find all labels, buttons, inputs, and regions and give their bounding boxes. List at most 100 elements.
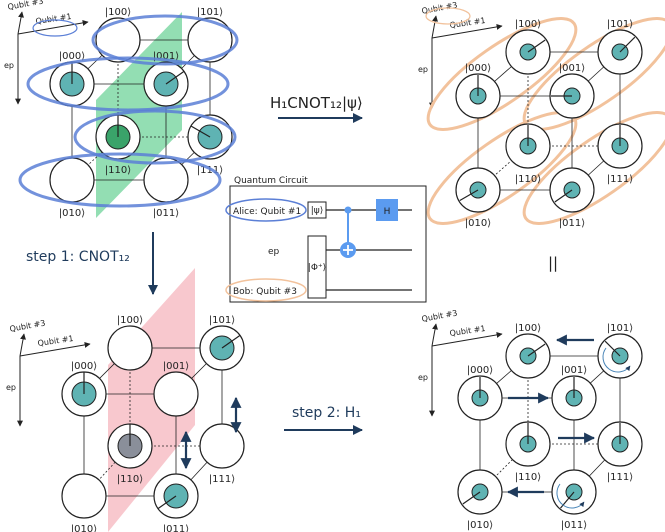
axis-qubit3-label: Qubit #3 [421,309,458,324]
panelA-ket-111: |111⟩ [197,165,223,176]
panelD-ket-010: |010⟩ [467,520,493,531]
panelC-node-011 [153,473,199,519]
panelB-node-010-phase-line [459,189,479,202]
panelD-rotation-arc-1 [602,347,631,373]
panelC-node-001-outer [153,371,199,417]
psi-gate-box [307,201,327,219]
panelB-node-111 [597,123,643,169]
panelB-node-100-phase-line [527,39,546,53]
axis-qubit1-label: Qubit #1 [449,324,486,338]
panelB-node-101-phase-line [619,36,636,53]
panelA-ket-110: |110⟩ [105,165,131,176]
panelD-node-011 [551,469,597,515]
step1-label: step 1: CNOT₁₂ [26,249,130,265]
panelA-node-111 [187,114,233,160]
panelB-ket-010: |010⟩ [465,218,491,229]
panelD-node-101 [597,333,643,379]
hadamard-label: H [384,207,391,217]
equals-sign: || [548,254,558,272]
panelA-node-111-phase-line [190,125,211,138]
hadamard-gate [376,199,398,221]
panelC-node-101-phase-line [221,334,241,349]
panelC-node-011-phase-line [157,495,177,510]
panelC-ket-110: |110⟩ [117,474,143,485]
panelA-ket-001: |001⟩ [153,51,179,62]
panelA-node-001 [143,61,189,107]
panelA-qubit1-ellipse-0 [91,14,239,66]
axis-qubit3-arrow [17,11,24,35]
panelC-node-001 [153,371,199,417]
panelC-ket-001: |001⟩ [163,361,189,372]
panelC-node-100 [107,325,153,371]
panelC-ket-000: |000⟩ [71,361,97,372]
panelB-node-010 [455,167,501,213]
step2-label: step 2: H₁ [292,405,361,421]
panelC-ket-100: |100⟩ [117,315,143,326]
panelA-qubit1-ellipse-1 [26,56,230,112]
panelC-node-110 [107,423,153,469]
panelB-node-011-phase-line [554,189,573,203]
cnot-control-dot [344,206,352,214]
axis-qubit3-arrow [19,333,26,357]
axis-qubit3-label: Qubit #3 [9,319,46,334]
panelC-ket-010: |010⟩ [71,524,97,532]
panelB-node-011 [549,167,595,213]
axis-qubit3-label: Qubit #3 [7,0,44,12]
panelC-node-100-outer [107,325,153,371]
axis-qubit3-arrow [431,323,438,347]
panelD-ket-001: |001⟩ [561,365,587,376]
panelB-node-000 [455,73,501,119]
axis-qubit1-label: Qubit #1 [37,334,74,348]
panelA-node-100-outer [95,17,141,63]
panelB-node-001 [549,73,595,119]
panelD-ket-011: |011⟩ [561,520,587,531]
axis-qubit1-arrow [17,19,89,35]
panelD-node-010-phase-line [462,491,481,505]
panelC-ket-101: |101⟩ [209,315,235,326]
panelD-ket-110: |110⟩ [515,472,541,483]
axis-ep-label: ep [418,65,428,74]
panelA-node-010 [49,157,95,203]
panelB-ket-000: |000⟩ [465,63,491,74]
axis-qubit1-arrow [431,331,503,347]
panelB-axis-qubit3-highlight [425,7,471,25]
panelD-node-000 [457,375,503,421]
psi-gate-label: |ψ⟩ [311,206,323,216]
panelD-node-001 [551,375,597,421]
panelA-qubit1-ellipse-2 [73,109,237,165]
phi-gate-label: |Φ⁺⟩ [308,263,326,273]
panelB-node-101 [597,29,643,75]
panelA-ket-010: |010⟩ [59,208,85,219]
alice-ellipse [225,198,307,222]
axis-qubit3-arrow [431,15,438,39]
panelC-ket-011: |011⟩ [163,524,189,532]
panelA-node-101-outer [187,17,233,63]
bob-ellipse [225,278,307,302]
panelA-ket-011: |011⟩ [153,208,179,219]
bob-label: Bob: Qubit #3 [233,287,297,297]
panelA-node-110 [95,114,141,160]
axis-ep-label: ep [418,373,428,382]
phi-gate-box [307,235,327,299]
panelB-qubit3-ellipse-0 [426,17,578,131]
panelC-ket-111: |111⟩ [209,474,235,485]
panelB-qubit3-ellipse-3 [522,111,665,225]
panelA-node-011-outer [143,157,189,203]
panelA-qubit1-ellipse-3 [18,152,222,208]
panelA-node-100 [95,17,141,63]
panelA-ket-100: |100⟩ [105,7,131,18]
panelB-ket-100: |100⟩ [515,19,541,30]
axis-qubit1-arrow [19,341,91,357]
panelD-node-110 [505,421,551,467]
panelA-node-101 [187,17,233,63]
panelD-node-111 [597,421,643,467]
panelD-rotation-arc-2 [556,483,585,509]
panelA-axis-qubit1-highlight [32,19,78,37]
panelC-node-010-outer [61,473,107,519]
panelD-ket-000: |000⟩ [467,365,493,376]
panelC-node-010 [61,473,107,519]
panelD-ket-100: |100⟩ [515,323,541,334]
ep-label: ep [268,247,280,257]
panelD-node-101-phase-line [604,340,621,357]
